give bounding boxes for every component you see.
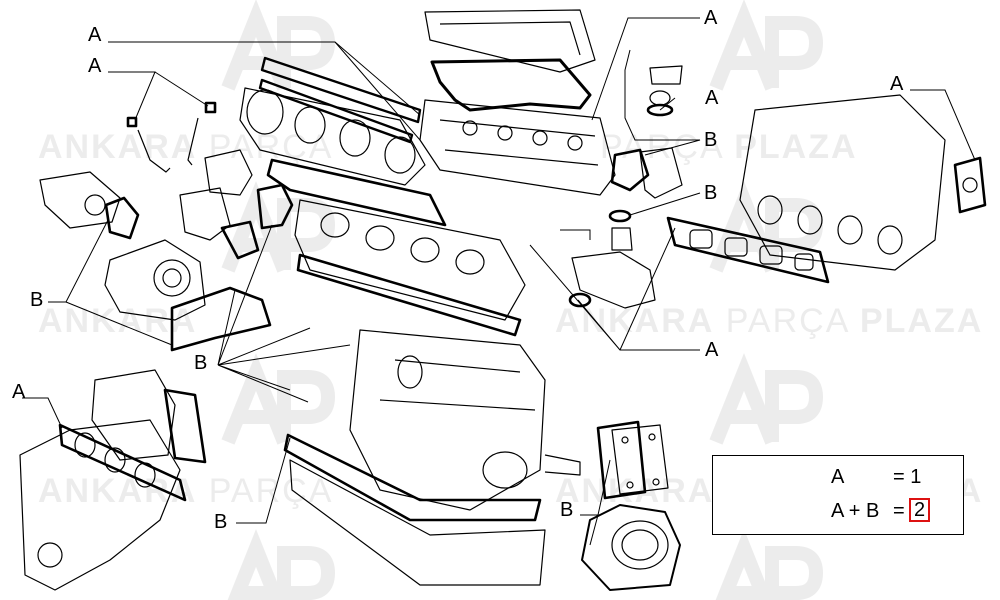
callout-a: A bbox=[88, 55, 102, 77]
watermark-row: ANKARA PARÇA PLAZA bbox=[555, 302, 983, 341]
front-cover-gasket bbox=[170, 286, 272, 352]
camshaft-housing bbox=[419, 99, 616, 196]
water-pump-gasket bbox=[104, 196, 140, 240]
exhaust-manifold bbox=[739, 94, 946, 271]
watermark-brand: ANKARA bbox=[38, 128, 198, 166]
cylinder-head bbox=[294, 199, 526, 321]
watermark-logo bbox=[715, 529, 824, 600]
exhaust-manifold-gasket bbox=[666, 216, 830, 284]
legend-box: A = 1 A + B = 2 bbox=[712, 455, 964, 535]
watermark-brand: ANKARA bbox=[38, 472, 198, 510]
cylinder-head-gasket bbox=[266, 158, 522, 337]
oil-pan bbox=[283, 433, 546, 586]
legend-row-label: A + B bbox=[831, 500, 880, 522]
callout-b: B bbox=[560, 499, 574, 521]
leader-lines bbox=[22, 17, 976, 546]
watermark-brand: PARÇA bbox=[208, 128, 334, 166]
sensor-and-o-ring bbox=[646, 65, 683, 117]
thermostat bbox=[568, 209, 656, 309]
watermark-brand: ANKARA bbox=[555, 302, 715, 340]
carburetor-base bbox=[91, 369, 176, 461]
highlighted-value-text: 2 bbox=[909, 498, 931, 522]
watermark-logo bbox=[709, 353, 824, 445]
callout-a: A bbox=[890, 73, 904, 95]
engine-block bbox=[349, 329, 581, 511]
thermostat-housing bbox=[179, 149, 294, 260]
legend-row-value: = 1 bbox=[893, 466, 922, 488]
watermark-row: ANKARA bbox=[38, 302, 197, 341]
callout-b: B bbox=[194, 352, 208, 374]
manifold-flange-gasket bbox=[953, 156, 987, 214]
callout-a: A bbox=[704, 7, 718, 29]
water-outlet-flange bbox=[610, 147, 683, 199]
timing-cover bbox=[611, 424, 669, 495]
watermark-logo bbox=[227, 529, 336, 600]
callout-b: B bbox=[704, 182, 718, 204]
watermark-brand: PARÇA bbox=[725, 302, 849, 340]
watermark-brand: ANKARA bbox=[38, 302, 198, 340]
watermark-brand: PLAZA bbox=[734, 128, 858, 166]
watermark-row: ANKARA PARÇA bbox=[38, 128, 333, 167]
legend-row-label: A bbox=[831, 466, 845, 488]
watermark-brand: PARÇA bbox=[600, 128, 723, 166]
valve-cover-gasket bbox=[424, 9, 596, 112]
watermark-brand: PLAZA bbox=[859, 302, 984, 340]
legend-highlighted-value: 2 bbox=[909, 498, 931, 522]
lower-intake-gasket bbox=[58, 423, 187, 502]
watermark-logos bbox=[221, 0, 824, 600]
lower-intake-manifold bbox=[19, 419, 181, 591]
watermark-logo bbox=[221, 353, 336, 445]
callout-b: B bbox=[214, 511, 228, 533]
valve-stem-seals bbox=[126, 101, 217, 173]
callout-a: A bbox=[705, 339, 719, 361]
carburetor-base-gasket bbox=[163, 388, 207, 464]
callout-a: A bbox=[88, 24, 102, 46]
legend-row-equals: = bbox=[893, 500, 905, 522]
callout-a: A bbox=[705, 87, 719, 109]
watermark-brand: ANKARA bbox=[555, 472, 715, 510]
intake-manifold bbox=[239, 87, 426, 186]
watermark-logo bbox=[221, 0, 336, 91]
callout-b: B bbox=[704, 129, 718, 151]
crankshaft-seal-carrier bbox=[581, 504, 681, 591]
callout-a: A bbox=[12, 381, 26, 403]
timing-cover-gasket bbox=[596, 420, 647, 500]
oil-pump bbox=[104, 239, 206, 321]
watermark-row: ANKARA PARÇA bbox=[38, 472, 333, 511]
callout-b: B bbox=[30, 289, 44, 311]
watermark-logo bbox=[709, 0, 824, 91]
watermark-row: PARÇA PLAZA bbox=[600, 128, 858, 167]
